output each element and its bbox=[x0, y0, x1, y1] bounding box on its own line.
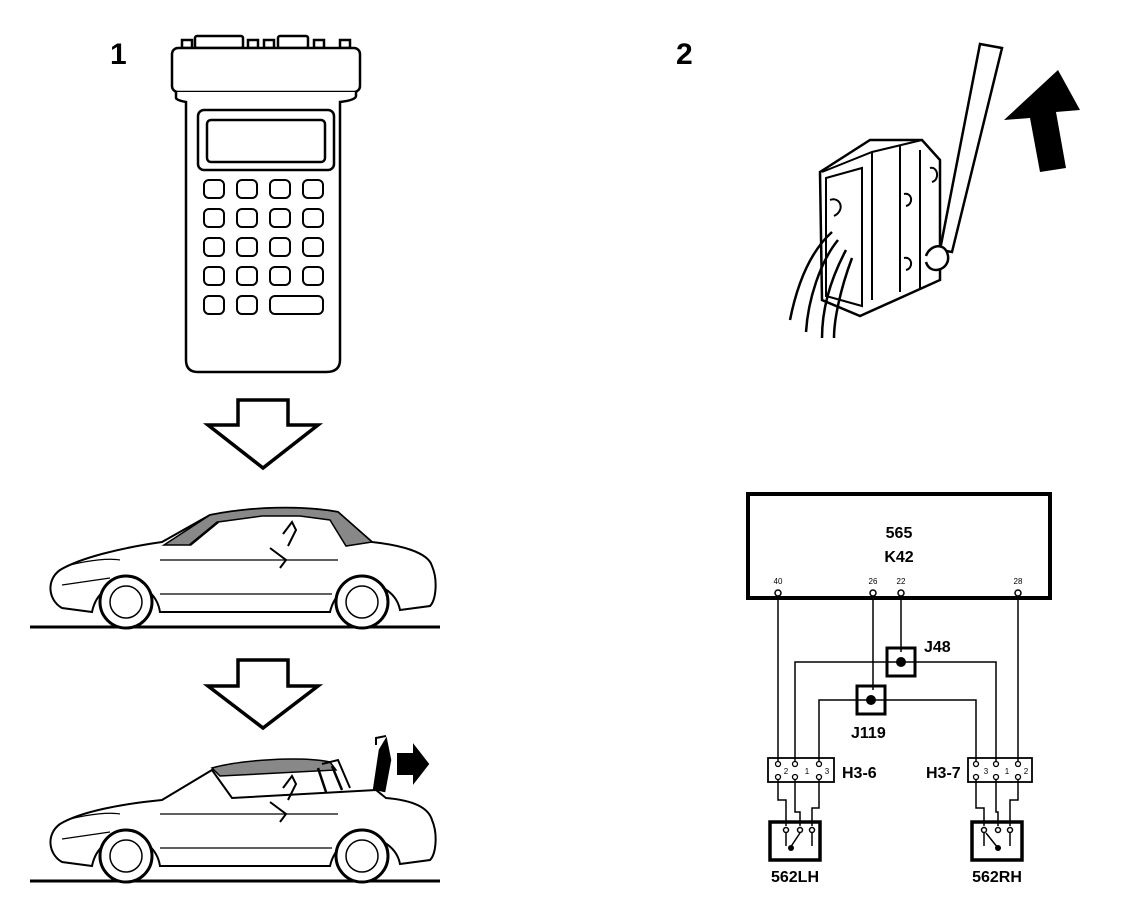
connector-h3-6-pin-a: 2 bbox=[784, 767, 789, 776]
connector-h3-7-pin-a: 3 bbox=[984, 767, 989, 776]
down-arrow-icon bbox=[202, 398, 324, 471]
junction-j119 bbox=[855, 684, 887, 716]
connector-h3-7-pin-b: 1 bbox=[1005, 767, 1010, 776]
connector-h3-6 bbox=[767, 757, 835, 783]
switch-562lh bbox=[768, 820, 822, 862]
convertible-car-top-closed bbox=[30, 506, 440, 630]
module-pin-40: 40 bbox=[774, 577, 783, 586]
switch-label-562lh: 562LH bbox=[771, 869, 819, 886]
down-arrow-icon-2 bbox=[202, 658, 324, 731]
switch-label-562rh: 562RH bbox=[972, 869, 1022, 886]
module-label-565: 565 bbox=[886, 525, 913, 542]
junction-j48 bbox=[885, 646, 917, 678]
junction-label-j119: J119 bbox=[851, 725, 886, 742]
junction-label-j48: J48 bbox=[924, 639, 951, 656]
connector-label-h3-7: H3-7 bbox=[926, 765, 961, 782]
push-arrow-icon bbox=[1004, 70, 1080, 172]
connector-h3-7 bbox=[967, 757, 1033, 783]
panel-number-1: 1 bbox=[110, 38, 127, 71]
convertible-car-top-opening bbox=[30, 735, 440, 884]
connector-h3-6-pin-c: 3 bbox=[825, 767, 830, 776]
connector-label-h3-6: H3-6 bbox=[842, 765, 877, 782]
connector-h3-7-pin-c: 2 bbox=[1024, 767, 1029, 776]
module-pin-28: 28 bbox=[1014, 577, 1023, 586]
module-pin-26: 26 bbox=[869, 577, 878, 586]
control-module-box bbox=[746, 492, 1052, 600]
module-pin-22: 22 bbox=[897, 577, 906, 586]
micro-switch-icon bbox=[788, 42, 1004, 339]
panel-number-2: 2 bbox=[676, 38, 693, 71]
connector-h3-6-pin-b: 1 bbox=[805, 767, 810, 776]
diagnostic-tester-icon bbox=[170, 34, 362, 374]
module-label-k42: K42 bbox=[884, 549, 913, 566]
wiring-diagram: 565 K42 40 26 22 28 J48 J119 bbox=[746, 492, 1052, 886]
switch-562rh bbox=[970, 820, 1024, 862]
